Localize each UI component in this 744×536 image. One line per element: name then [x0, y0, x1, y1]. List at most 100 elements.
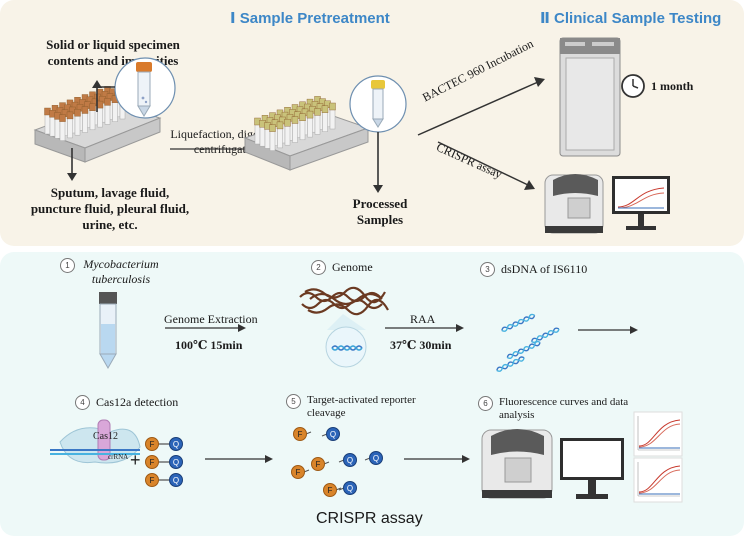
tube-cap — [96, 100, 104, 109]
sample-tube — [59, 120, 66, 141]
assay-computer-monitor — [560, 438, 624, 499]
quencher-label: Q — [173, 476, 179, 485]
tube-cap — [284, 118, 291, 127]
sample-tube — [99, 292, 117, 370]
quencher-label: Q — [347, 484, 353, 493]
fluorescence-reader — [544, 174, 604, 234]
step-3-number: 3 — [480, 262, 495, 277]
sample-tube — [54, 118, 61, 139]
raa-condition-label: 37℃ 30min — [390, 338, 452, 352]
sample-tube — [104, 104, 111, 125]
quencher — [326, 427, 340, 441]
genome-zoom-lens — [325, 314, 367, 368]
fluorophore — [293, 427, 307, 441]
fluorophore — [311, 457, 325, 471]
positive-curve — [638, 419, 681, 447]
step-3-label: dsDNA of IS6110 — [501, 262, 588, 276]
sample-tube — [74, 114, 81, 136]
quencher — [169, 455, 183, 469]
sample-tube — [259, 125, 266, 147]
raa-label: RAA — [410, 312, 436, 326]
step-1-number: 1 — [60, 258, 75, 273]
genome-extraction-label: Genome Extraction — [164, 312, 258, 326]
quencher — [169, 437, 183, 451]
sample-tube — [67, 117, 73, 139]
tube-cap — [276, 121, 284, 130]
pretreatment-graphics — [33, 37, 670, 234]
sample-tube — [314, 114, 321, 135]
step-2-header: 2 Genome — [311, 260, 373, 275]
clock-icon — [621, 74, 645, 98]
specimen-tube-closeup — [114, 57, 176, 119]
step-2-label: Genome — [332, 260, 373, 274]
step-5-number: 5 — [286, 394, 301, 409]
tube-cap — [59, 114, 66, 122]
clinical-route-arrows — [417, 77, 545, 190]
tube-cap — [104, 98, 111, 106]
sample-tube — [292, 122, 298, 143]
quencher — [343, 453, 357, 467]
sample-tube — [269, 130, 276, 151]
tube-cap — [299, 113, 306, 122]
specimen-arrows — [67, 80, 115, 181]
tube-cap — [329, 102, 336, 111]
quencher — [369, 451, 383, 465]
quencher-label: Q — [373, 454, 379, 463]
tube-cap — [306, 110, 314, 119]
positive-curve — [638, 423, 681, 448]
sample-tube — [44, 113, 51, 135]
crispr-assay-footer: CRISPR assay — [316, 510, 423, 527]
sample-tube — [277, 127, 283, 149]
extraction-condition-label: 100℃ 15min — [175, 338, 243, 352]
sample-tube — [284, 124, 291, 146]
sample-tube — [89, 109, 96, 131]
plus-sign: + — [130, 450, 141, 470]
quencher-label: Q — [330, 430, 336, 439]
mini-chart-frame — [633, 457, 683, 503]
step-4-label: Cas12a detection — [96, 395, 179, 409]
fluorophore-label: F — [298, 430, 303, 439]
fluorophore-label: F — [328, 486, 333, 495]
quencher-label: Q — [173, 440, 179, 449]
positive-curve — [638, 469, 681, 494]
step-5-header: 5 Target-activated reporter cleavage — [286, 394, 447, 420]
tube-cap — [269, 124, 276, 132]
fluorophore-label: F — [150, 476, 155, 485]
sample-tube — [254, 123, 261, 145]
sample-tube — [322, 111, 328, 132]
step-6-number: 6 — [478, 396, 493, 411]
fluorophore — [291, 465, 305, 479]
step-4-number: 4 — [75, 395, 90, 410]
tube-cap — [291, 116, 299, 124]
quencher — [343, 481, 357, 495]
sample-tube — [49, 115, 56, 137]
fluorophore — [145, 473, 159, 487]
step-3-header: 3 dsDNA of IS6110 — [480, 262, 587, 277]
sample-tube — [264, 128, 271, 149]
fluorophore — [323, 483, 337, 497]
step-1-header: 1 Mycobacterium tuberculosis — [60, 257, 161, 287]
positive-curve — [638, 465, 681, 493]
quencher-label: Q — [173, 458, 179, 467]
crrna-label: crRNA — [108, 453, 128, 461]
tube-cap — [66, 111, 74, 120]
fluorescence-curve-charts — [633, 411, 683, 503]
processed-tube-closeup — [349, 75, 407, 193]
tube-cap — [321, 105, 329, 113]
genome-tangle — [299, 286, 389, 316]
assay-fluorescence-reader — [481, 429, 553, 499]
step-4-header: 4 Cas12a detection — [75, 395, 178, 410]
dsdna-fragments — [496, 313, 560, 372]
step-5-label: Target-activated reporter cleavage — [307, 394, 416, 419]
fluorophore — [145, 437, 159, 451]
bactec-incubator — [559, 37, 621, 157]
pretreatment-title: Ⅰ Sample Pretreatment — [230, 10, 390, 27]
cas12a-complex — [50, 419, 141, 464]
tube-cap — [74, 108, 81, 117]
step-6-label: Fluorescence curves and data analysis — [499, 396, 629, 421]
step-6-header: 6 Fluorescence curves and data analysis — [478, 396, 639, 422]
sample-tube — [112, 101, 118, 122]
